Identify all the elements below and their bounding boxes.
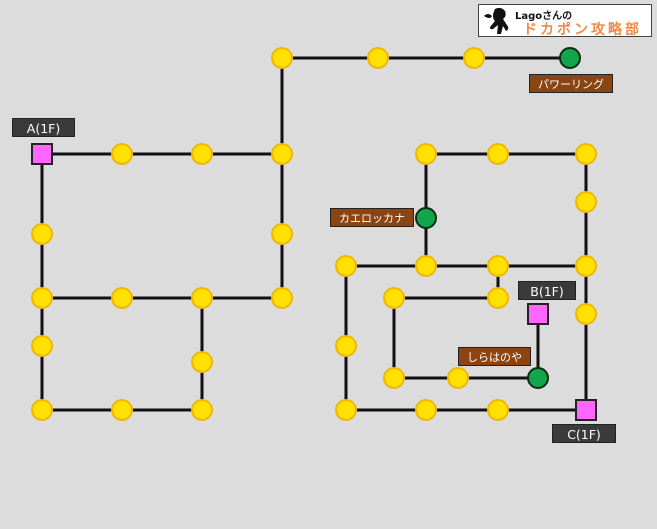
warp-space-c [575,399,597,421]
item-space [527,367,549,389]
logo-title: ドカポン攻略部 [523,22,642,38]
item-space [559,47,581,69]
site-logo[interactable]: Lagoさんの ドカポン攻略部 [478,4,652,38]
board-space [271,287,293,309]
warp-space-a [31,143,53,165]
floor-label-b: B(1F) [518,281,576,300]
board-space [487,287,509,309]
board-space [415,255,437,277]
item-label-kaero-kana: カエロッカナ [330,208,414,227]
board-space [335,399,357,421]
board-space [31,223,53,245]
board-space [191,399,213,421]
item-label-shirahanoya: しらはのや [458,347,531,366]
board-space [487,143,509,165]
board-space [271,223,293,245]
board-space [487,399,509,421]
board-space [383,287,405,309]
board-space [575,255,597,277]
logo-subtitle: Lagoさんの [515,11,573,22]
board-space [463,47,485,69]
board-space [191,351,213,373]
board-space [487,255,509,277]
board-space [191,143,213,165]
board-space [447,367,469,389]
board-space [271,143,293,165]
silhouette-figure-icon [484,7,509,34]
board-space [575,303,597,325]
warp-space-b [527,303,549,325]
board-space [383,367,405,389]
board-space [31,335,53,357]
board-space [367,47,389,69]
board-space [111,287,133,309]
board-space [415,399,437,421]
board-space [111,399,133,421]
floor-label-c: C(1F) [552,424,616,443]
board-space [575,191,597,213]
board-space [575,143,597,165]
board-space [415,143,437,165]
board-space [335,255,357,277]
board-space [31,399,53,421]
item-label-power-ring: パワーリング [529,74,613,93]
item-space [415,207,437,229]
floor-label-a: A(1F) [12,118,75,137]
board-space [111,143,133,165]
board-space [191,287,213,309]
board-space [335,335,357,357]
board-space [31,287,53,309]
board-space [271,47,293,69]
